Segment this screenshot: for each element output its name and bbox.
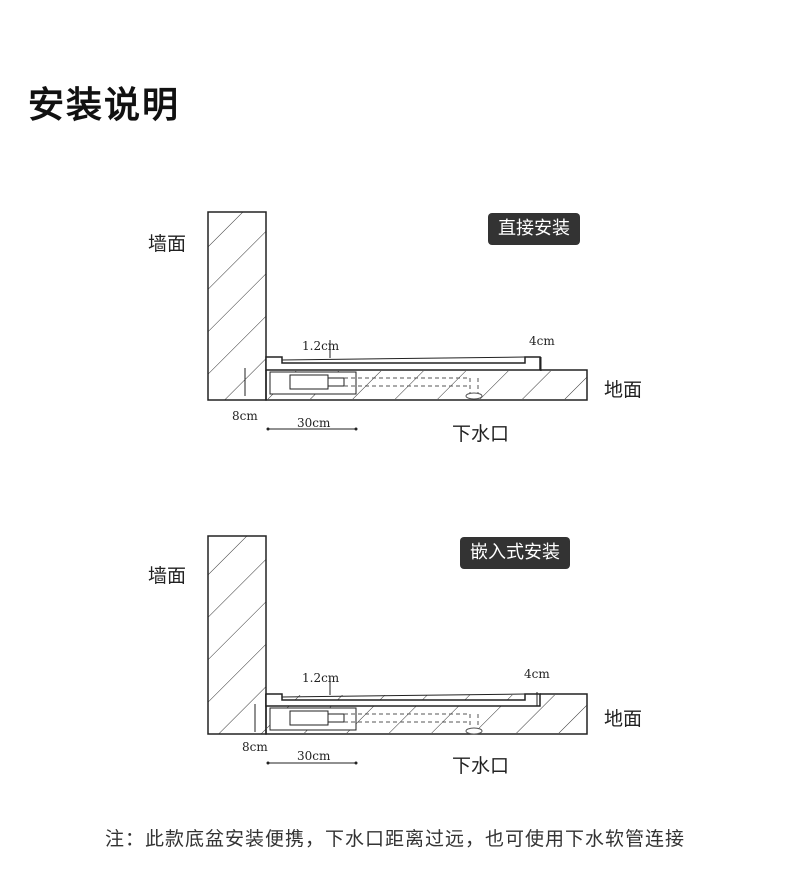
wall-section: [207, 211, 267, 401]
drain-label: 下水口: [452, 755, 510, 777]
install-type-badge: 直接安装: [488, 213, 580, 245]
dim-width: 30cm: [297, 749, 331, 763]
wall-label: 墙面: [148, 233, 187, 255]
installation-footnote: 注：此款底盆安装便携，下水口距离过远，也可使用下水软管连接: [104, 828, 685, 850]
drain-label: 下水口: [452, 423, 510, 445]
dim-depth: 8cm: [232, 409, 258, 423]
dim-lip: 4cm: [529, 334, 555, 348]
wall-section: [207, 535, 267, 735]
dimension-markers: [244, 340, 542, 431]
dim-thickness: 1.2cm: [302, 671, 340, 685]
dim-depth: 8cm: [242, 740, 268, 754]
dim-width: 30cm: [297, 416, 331, 430]
diagram-direct-install: 墙面 地面 下水口 直接安装 1.2cm 4cm 8cm 30cm: [0, 200, 790, 460]
dim-lip: 4cm: [524, 667, 550, 681]
install-diagram-drawing: [207, 535, 588, 765]
install-type-badge: 嵌入式安装: [460, 537, 570, 569]
install-diagram-drawing: [207, 211, 588, 431]
diagram-embedded-install: 墙面 地面 下水口 嵌入式安装 1.2cm 4cm 8cm 30cm: [0, 528, 790, 788]
shower-tray: [265, 356, 541, 400]
floor-label: 地面: [604, 708, 643, 730]
dimension-markers: [254, 678, 538, 765]
wall-label: 墙面: [148, 565, 187, 587]
page-title: 安装说明: [28, 85, 181, 126]
dim-thickness: 1.2cm: [302, 339, 340, 353]
floor-label: 地面: [604, 379, 643, 401]
shower-tray: [265, 693, 541, 735]
